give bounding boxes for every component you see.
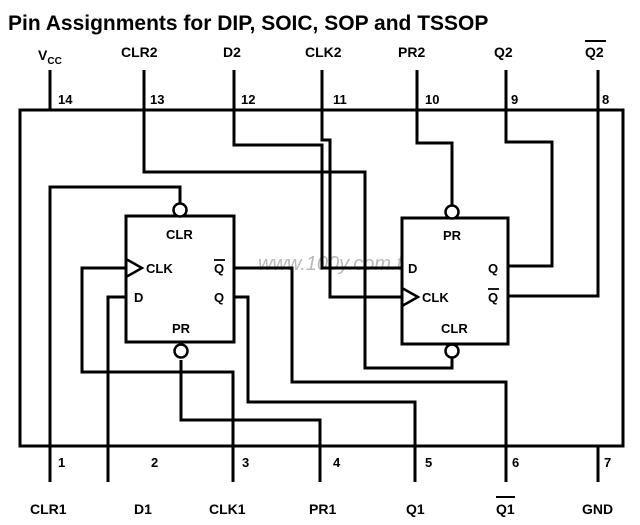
wire-pin9-q2 xyxy=(504,70,554,268)
diagram-title: Pin Assignments for DIP, SOIC, SOP and T… xyxy=(8,12,488,35)
pin-7-label: GND xyxy=(582,501,613,517)
flipflop-2-d-label: D xyxy=(408,261,417,276)
flipflop-1-body xyxy=(124,214,236,344)
wire-pin12-d2 xyxy=(232,70,402,270)
bottom-pin-labels: CLR1 D1 CLK1 PR1 Q1 Q1 GND xyxy=(30,496,613,517)
pin-14-number: 14 xyxy=(58,92,73,107)
flipflop-2-q-label: Q xyxy=(488,261,498,276)
pin-5-label: Q1 xyxy=(406,501,425,517)
flipflop-1-d-label: D xyxy=(134,290,143,305)
pin-4-label: PR1 xyxy=(309,501,336,517)
bottom-pin-numbers: 1 2 3 4 5 6 7 xyxy=(58,455,611,470)
pin-10-number: 10 xyxy=(425,92,439,107)
pin-13-number: 13 xyxy=(150,92,164,107)
wire-pin8-q2bar xyxy=(508,70,600,298)
wire-pin3-clk1 xyxy=(80,266,235,482)
pin-8-number: 8 xyxy=(602,92,609,107)
flipflop-2-clr-bubble xyxy=(444,343,460,359)
wire-pin11-clk2 xyxy=(320,70,402,299)
pin-12-label: D2 xyxy=(223,44,241,60)
pin-4-number: 4 xyxy=(333,455,341,470)
pin-1-label: CLR1 xyxy=(30,501,67,517)
flipflop-2-pr-bubble xyxy=(444,204,460,220)
wire-pin10-pr2 xyxy=(415,70,454,205)
flipflop-2-clr-label: CLR xyxy=(441,321,468,336)
pin-12-number: 12 xyxy=(241,92,255,107)
pin-14-label: VCC xyxy=(38,47,62,67)
pin-10-label: PR2 xyxy=(398,44,425,60)
flipflop-1-q-label: Q xyxy=(214,290,224,305)
pin-5-number: 5 xyxy=(425,455,432,470)
flipflop-1-pr-bubble xyxy=(173,343,189,359)
pin-2-number: 2 xyxy=(151,455,158,470)
flipflop-1-qbar-label: Q xyxy=(214,261,224,276)
wire-pin5-q1 xyxy=(234,295,417,482)
wire-pin2-d1 xyxy=(106,295,126,482)
flipflop-2: PR D Q CLK Q CLR xyxy=(400,204,510,359)
pin-13-label: CLR2 xyxy=(121,44,158,60)
wire-pin1-clr1 xyxy=(48,185,182,482)
pin-7-number: 7 xyxy=(604,455,611,470)
pin-3-label: CLK1 xyxy=(209,501,246,517)
top-pin-labels: VCC CLR2 D2 CLK2 PR2 Q2 Q2 xyxy=(38,40,606,67)
pin-9-number: 9 xyxy=(511,92,518,107)
flipflop-1-clk-label: CLK xyxy=(146,261,173,276)
flipflop-1-clr-label: CLR xyxy=(166,227,193,242)
pin-1-number: 1 xyxy=(58,455,65,470)
wire-pin4-pr1 xyxy=(179,360,322,482)
pin-11-number: 11 xyxy=(333,92,347,107)
top-pin-numbers: 14 13 12 11 10 9 8 xyxy=(58,92,609,107)
pin-8-label: Q2 xyxy=(585,44,604,60)
pin-9-label: Q2 xyxy=(494,44,513,60)
flipflop-2-qbar-label: Q xyxy=(488,290,498,305)
pin-3-number: 3 xyxy=(242,455,249,470)
flipflop-2-body xyxy=(400,216,510,346)
flipflop-1-pr-label: PR xyxy=(172,321,191,336)
wire-pin6-q1bar xyxy=(234,266,508,482)
watermark: www.100y.com.tw xyxy=(258,253,418,275)
wire-pin13-clr2 xyxy=(142,70,454,370)
flipflop-1-clr-bubble xyxy=(172,202,188,218)
pin-11-label: CLK2 xyxy=(305,44,342,60)
pin-6-label: Q1 xyxy=(496,501,515,517)
flipflop-2-clk-label: CLK xyxy=(422,290,449,305)
flipflop-2-pr-label: PR xyxy=(443,228,462,243)
flipflop-1-clock-triangle xyxy=(125,257,145,279)
flipflop-2-clock-triangle xyxy=(401,286,421,308)
pin-6-number: 6 xyxy=(512,455,519,470)
pin-2-label: D1 xyxy=(134,501,152,517)
wires xyxy=(48,70,600,482)
flipflop-1: CLR CLK D PR Q Q xyxy=(124,202,236,359)
